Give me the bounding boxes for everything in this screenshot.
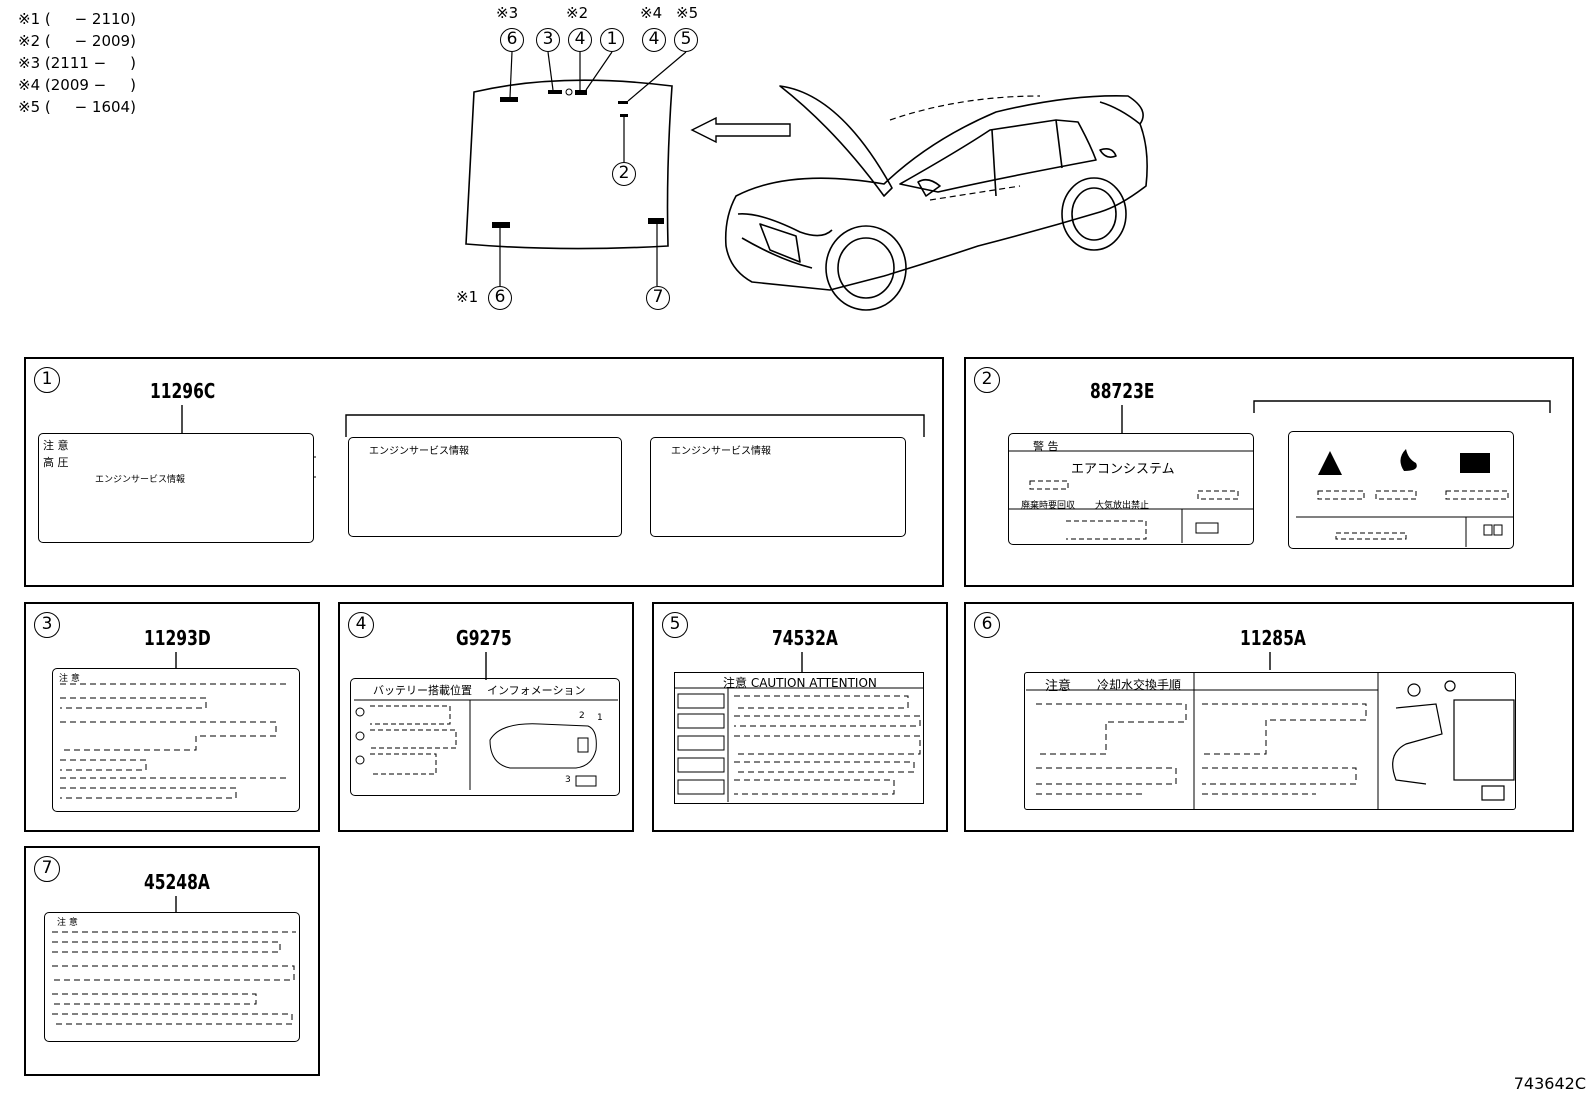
panel-index: 4	[348, 612, 374, 638]
panel-index: 7	[34, 856, 60, 882]
label-2a-aircon: エアコンシステム	[1071, 462, 1175, 477]
label-1b: エンジンサービス情報	[348, 437, 622, 537]
note-2: ※2 ( − 2009)	[18, 32, 136, 50]
label-1c: エンジンサービス情報	[650, 437, 906, 537]
panel-5: 5 74532A 注意 CAUTION ATTENTION	[652, 602, 948, 832]
label-6-coolant: 冷却水交換手順	[1097, 678, 1182, 692]
panel-index: 5	[662, 612, 688, 638]
panel-6: 6 11285A 注意 冷却水交換手順	[964, 602, 1574, 832]
hood-callout-7[interactable]: 7	[646, 286, 670, 310]
hood-callout-4b[interactable]: 4	[642, 28, 666, 52]
hood-mark-2: ※2	[566, 4, 589, 22]
label-5: 注意 CAUTION ATTENTION	[674, 672, 924, 804]
hood-callout-6b[interactable]: 6	[488, 286, 512, 310]
label-5-caution: 注意 CAUTION ATTENTION	[723, 676, 877, 690]
label-7-caution: 注 意	[57, 918, 78, 928]
hood-callout-6[interactable]: 6	[500, 28, 524, 52]
part-number: 11285A	[1240, 626, 1306, 650]
hood-callout-1[interactable]: 1	[600, 28, 624, 52]
label-2a-warning: 警 告	[1033, 440, 1059, 453]
label-4-pos-2: 2	[579, 711, 585, 721]
label-1a: 注 意 高 圧 エンジンサービス情報	[38, 433, 314, 543]
label-3: 注 意	[52, 668, 300, 812]
panel-2: 2 88723E 警 告 エアコンシステム 廃棄時要回収 大気放出禁止	[964, 357, 1574, 587]
hood-mark-1: ※1	[456, 288, 479, 306]
hood-callout-5[interactable]: 5	[674, 28, 698, 52]
hood-mark-4: ※4	[640, 4, 663, 22]
hood-callout-4[interactable]: 4	[568, 28, 592, 52]
label-6-caution: 注意	[1045, 679, 1072, 694]
label-4-battery: バッテリー搭載位置	[373, 684, 472, 697]
label-1a-service: エンジンサービス情報	[95, 475, 186, 485]
label-1c-service: エンジンサービス情報	[671, 446, 771, 457]
note-3: ※3 (2111 − )	[18, 54, 136, 72]
hood-callout-2[interactable]: 2	[612, 162, 636, 186]
part-number: 88723E	[1090, 379, 1155, 403]
note-5: ※5 ( − 1604)	[18, 98, 136, 116]
label-4-pos-3: 3	[565, 775, 571, 785]
label-4-info: インフォメーション	[487, 684, 586, 697]
part-number: 74532A	[772, 626, 838, 650]
panel-4: 4 G9275 バッテリー搭載位置 インフォメーション 1 2 3	[338, 602, 634, 832]
hood-mark-5: ※5	[676, 4, 699, 22]
panel-1: 1 11296C 注 意 高 圧 エンジンサービス情報 エンジンサービス情報	[24, 357, 944, 587]
label-2a: 警 告 エアコンシステム 廃棄時要回収 大気放出禁止	[1008, 433, 1254, 545]
panel-index: 3	[34, 612, 60, 638]
label-1a-caution: 注 意	[43, 439, 69, 452]
note-1: ※1 ( − 2110)	[18, 10, 136, 28]
label-2b	[1288, 431, 1514, 549]
label-4-pos-1: 1	[597, 713, 603, 723]
diagram-number: 743642C	[1513, 1074, 1586, 1093]
panel-3: 3 11293D 注 意	[24, 602, 320, 832]
panel-index: 2	[974, 367, 1000, 393]
hood-callout-3[interactable]: 3	[536, 28, 560, 52]
part-number: 45248A	[144, 870, 210, 894]
label-2a-recover: 廃棄時要回収	[1021, 501, 1076, 511]
panel-7: 7 45248A 注 意	[24, 846, 320, 1076]
part-number: G9275	[456, 626, 512, 650]
label-3-caution: 注 意	[59, 674, 80, 684]
panel-index: 1	[34, 367, 60, 393]
label-1b-service: エンジンサービス情報	[369, 446, 469, 457]
label-6: 注意 冷却水交換手順	[1024, 672, 1516, 810]
part-number: 11293D	[144, 626, 211, 650]
label-2a-no-release: 大気放出禁止	[1095, 501, 1150, 511]
note-4: ※4 (2009 − )	[18, 76, 136, 94]
part-number: 11296C	[150, 379, 216, 403]
panel-index: 6	[974, 612, 1000, 638]
hood-mark-3: ※3	[496, 4, 519, 22]
label-4: バッテリー搭載位置 インフォメーション 1 2 3	[350, 678, 620, 796]
label-1a-high-voltage: 高 圧	[43, 456, 69, 469]
label-7: 注 意	[44, 912, 300, 1042]
hood-car-illustration	[465, 51, 1148, 311]
